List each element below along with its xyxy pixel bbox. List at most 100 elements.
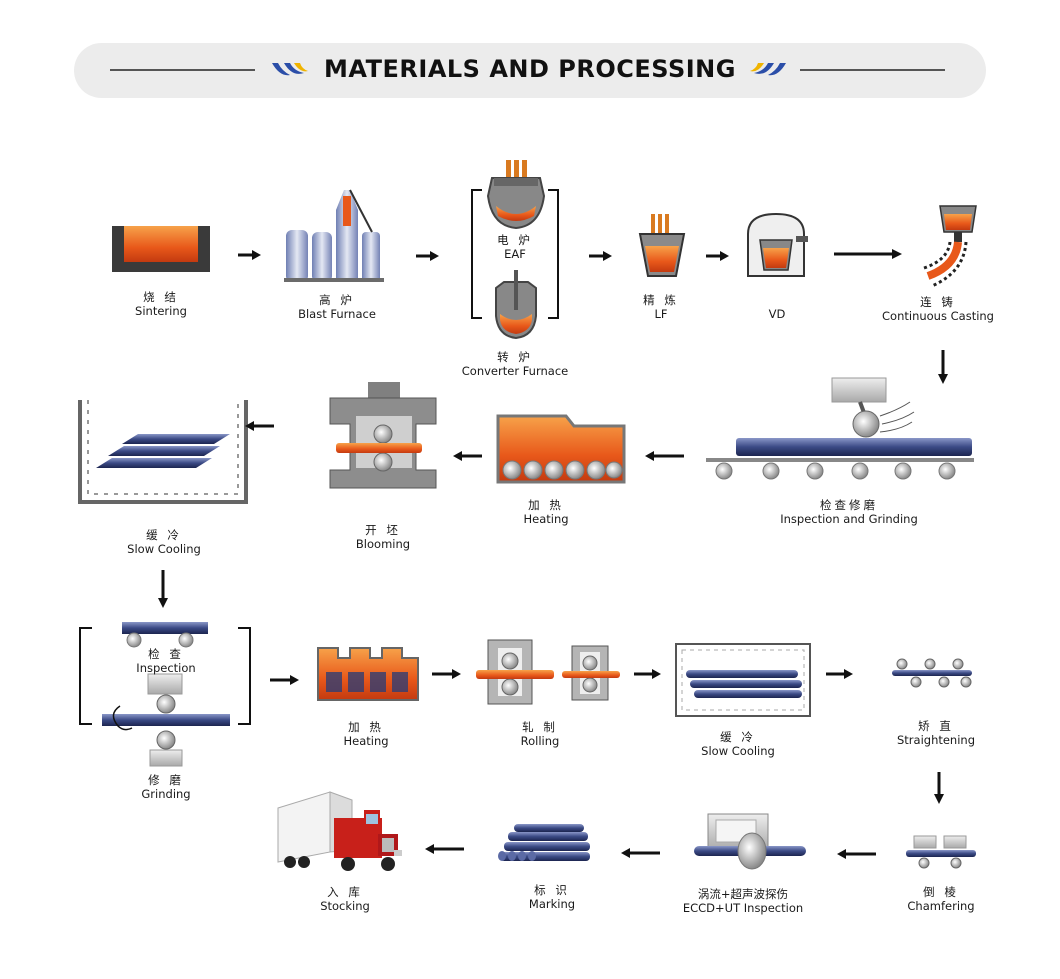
label-stocking: 入 库 Stocking [320, 885, 370, 913]
arrow-vd-to-casting [834, 249, 902, 259]
reheating-furnace-icon [317, 647, 419, 701]
banner-right-swoosh-icon [750, 63, 786, 76]
rolling-mill-icon [476, 639, 620, 705]
truck-icon [277, 791, 402, 871]
arrow-lf-to-vd [706, 251, 729, 261]
arrow-sintering-to-blast [238, 250, 261, 260]
label-blooming: 开 坯 Blooming [356, 523, 410, 551]
arrow-grinding-to-heating2 [270, 675, 299, 685]
arrow-casting-down [938, 350, 948, 384]
label-inspection: 检 查 Inspection [136, 647, 195, 675]
label-slow-cooling-1: 缓 冷 Slow Cooling [127, 528, 201, 556]
label-straightening-cn: 矫 直 [918, 719, 954, 733]
label-straightening-en: Straightening [896, 733, 976, 747]
label-grinding-en: Grinding [141, 787, 191, 801]
vd-icon [747, 212, 808, 277]
label-grinding-cn: 修 磨 [148, 773, 184, 787]
label-slow-cooling-1-cn: 缓 冷 [146, 528, 182, 542]
converter-furnace-icon [495, 270, 537, 340]
label-inspection-en: Inspection [136, 661, 196, 675]
eccd-ut-machine-icon [694, 813, 806, 870]
label-continuous-casting-cn: 连 铸 [920, 295, 956, 309]
heating-furnace-icon [496, 414, 626, 484]
grinding-wheel-icon [102, 673, 230, 767]
label-heating-2-en: Heating [343, 734, 389, 748]
label-blooming-en: Blooming [355, 537, 411, 551]
label-eccd-ut: 涡流+超声波探伤 ECCD+UT Inspection [683, 887, 803, 915]
arrow-cooling-down [158, 570, 168, 608]
label-chamfering-cn: 倒 棱 [923, 885, 959, 899]
label-converter-cn: 转 炉 [497, 350, 533, 364]
arrow-marking-to-stocking [425, 844, 464, 854]
slow-cooling-bars-icon [675, 643, 811, 717]
straightening-machine-icon [892, 658, 972, 688]
label-converter-en: Converter Furnace [461, 364, 569, 378]
label-slow-cooling-2: 缓 冷 Slow Cooling [701, 730, 775, 758]
label-chamfering: 倒 棱 Chamfering [907, 885, 974, 913]
label-inspection-grinding-en: Inspection and Grinding [780, 512, 918, 526]
label-stocking-en: Stocking [320, 899, 370, 913]
eaf-converter-bracket [471, 189, 559, 319]
inspection-grinding-icon [706, 377, 974, 480]
label-continuous-casting-en: Continuous Casting [882, 309, 994, 323]
label-slow-cooling-1-en: Slow Cooling [127, 542, 201, 556]
arrow-grinding-to-heating [645, 451, 684, 461]
arrow-straightening-down [934, 772, 944, 804]
label-heating-2: 加 热 Heating [343, 720, 388, 748]
label-lf-cn: 精 炼 [643, 293, 679, 307]
label-inspection-grinding-cn: 检查修磨 [820, 498, 878, 512]
inspection-grinding-bracket [79, 627, 251, 725]
banner-left-swoosh-icon [272, 63, 308, 76]
label-inspection-cn: 检 查 [148, 647, 184, 661]
arrow-eaf-to-lf [589, 251, 612, 261]
label-slow-cooling-2-cn: 缓 冷 [720, 730, 756, 744]
label-marking-cn: 标 识 [534, 883, 570, 897]
label-continuous-casting: 连 铸 Continuous Casting [882, 295, 994, 323]
arrow-blast-to-eaf [416, 251, 439, 261]
blooming-mill-icon [329, 382, 437, 489]
arrow-cooling-to-straightening [826, 669, 853, 679]
label-eaf: 电 炉 EAF [497, 233, 533, 261]
arrow-chamfering-to-eccd [837, 849, 876, 859]
slow-cooling-pit-icon [78, 400, 248, 504]
label-heating-2-cn: 加 热 [348, 720, 384, 734]
label-rolling-en: Rolling [520, 734, 560, 748]
chamfering-machine-icon [906, 835, 976, 869]
label-blast-furnace-en: Blast Furnace [298, 307, 376, 321]
arrow-blooming-to-cooling [245, 421, 274, 431]
label-marking-en: Marking [528, 897, 576, 911]
label-rolling: 轧 制 Rolling [521, 720, 560, 748]
blast-furnace-icon [284, 189, 384, 282]
label-blooming-cn: 开 坯 [365, 523, 401, 537]
label-eccd-ut-cn: 涡流+超声波探伤 [697, 887, 789, 901]
marking-bundle-icon [498, 824, 590, 861]
arrow-heating-to-blooming [453, 451, 482, 461]
label-heating-1-cn: 加 热 [528, 498, 564, 512]
label-heating-1: 加 热 Heating [523, 498, 568, 526]
label-rolling-cn: 轧 制 [522, 720, 558, 734]
arrow-rolling-to-cooling [634, 669, 661, 679]
continuous-casting-icon [923, 205, 977, 288]
banner-left-line [110, 69, 255, 71]
lf-icon [638, 214, 686, 277]
label-sintering-cn: 烧 结 [143, 290, 179, 304]
label-inspection-grinding: 检查修磨 Inspection and Grinding [780, 498, 918, 526]
page-title: MATERIALS AND PROCESSING [324, 55, 736, 83]
banner-right-line [800, 69, 945, 71]
label-marking: 标 识 Marking [529, 883, 575, 911]
label-blast-furnace: 高 炉 Blast Furnace [298, 293, 376, 321]
label-eaf-cn: 电 炉 [497, 233, 533, 247]
arrow-eccd-to-marking [621, 848, 660, 858]
label-blast-furnace-cn: 高 炉 [319, 293, 355, 307]
eaf-icon [486, 160, 546, 230]
label-eccd-ut-en: ECCD+UT Inspection [682, 901, 804, 915]
label-vd-en: VD [768, 307, 786, 321]
sintering-icon [112, 226, 210, 272]
inspection-rollers-icon [122, 622, 208, 648]
label-sintering: 烧 结 Sintering [135, 290, 187, 318]
label-lf: 精 炼 LF [643, 293, 679, 321]
label-straightening: 矫 直 Straightening [897, 719, 975, 747]
label-grinding: 修 磨 Grinding [141, 773, 190, 801]
